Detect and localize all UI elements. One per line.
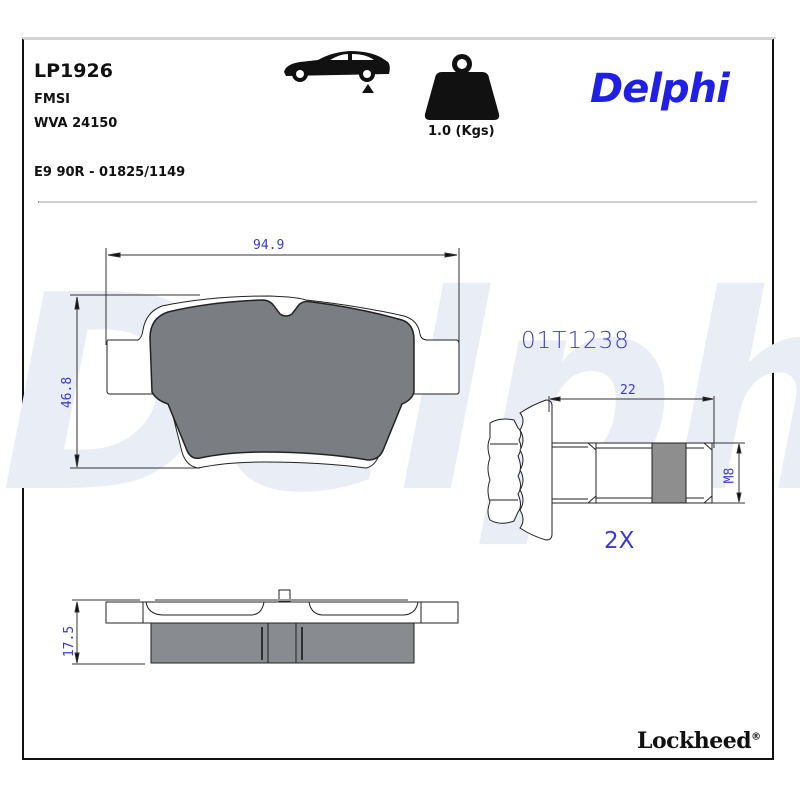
bolt-length-dimension bbox=[548, 396, 715, 448]
height-dimension bbox=[70, 294, 200, 469]
ece-approval: E9 90R - 01825/1149 bbox=[34, 165, 186, 180]
weight-icon bbox=[424, 54, 500, 120]
fmsi-label: FMSI bbox=[34, 92, 71, 107]
car-rear-axle-icon bbox=[284, 51, 390, 93]
friction-material bbox=[149, 299, 415, 461]
product-code: LP1926 bbox=[34, 60, 113, 82]
thickness-dimension bbox=[72, 599, 145, 665]
frame-top-edge bbox=[22, 37, 776, 39]
lockheed-logo: Lockheed® bbox=[637, 728, 761, 754]
wva-number: WVA 24150 bbox=[34, 116, 118, 131]
weight-value: 1.0 (Kgs) bbox=[428, 124, 495, 139]
thread-size-label: M8 bbox=[722, 467, 738, 484]
thickness-dimension-label: 17.5 bbox=[62, 625, 78, 658]
lockheed-text: Lockheed bbox=[637, 728, 752, 754]
bolt-length-label: 22 bbox=[620, 383, 636, 398]
side-view bbox=[105, 589, 459, 664]
width-dimension-label: 94.9 bbox=[253, 238, 285, 253]
accessory-part-number: 01T1238 bbox=[521, 328, 630, 354]
registered-mark: ® bbox=[751, 731, 761, 743]
height-dimension-label: 46.8 bbox=[60, 376, 76, 409]
header-divider bbox=[38, 201, 757, 203]
width-dimension bbox=[105, 248, 460, 345]
guide-bolt bbox=[487, 399, 713, 541]
delphi-logo: Delphi bbox=[590, 66, 730, 112]
accessory-quantity: 2X bbox=[604, 528, 635, 554]
thread-dimension bbox=[712, 442, 745, 504]
